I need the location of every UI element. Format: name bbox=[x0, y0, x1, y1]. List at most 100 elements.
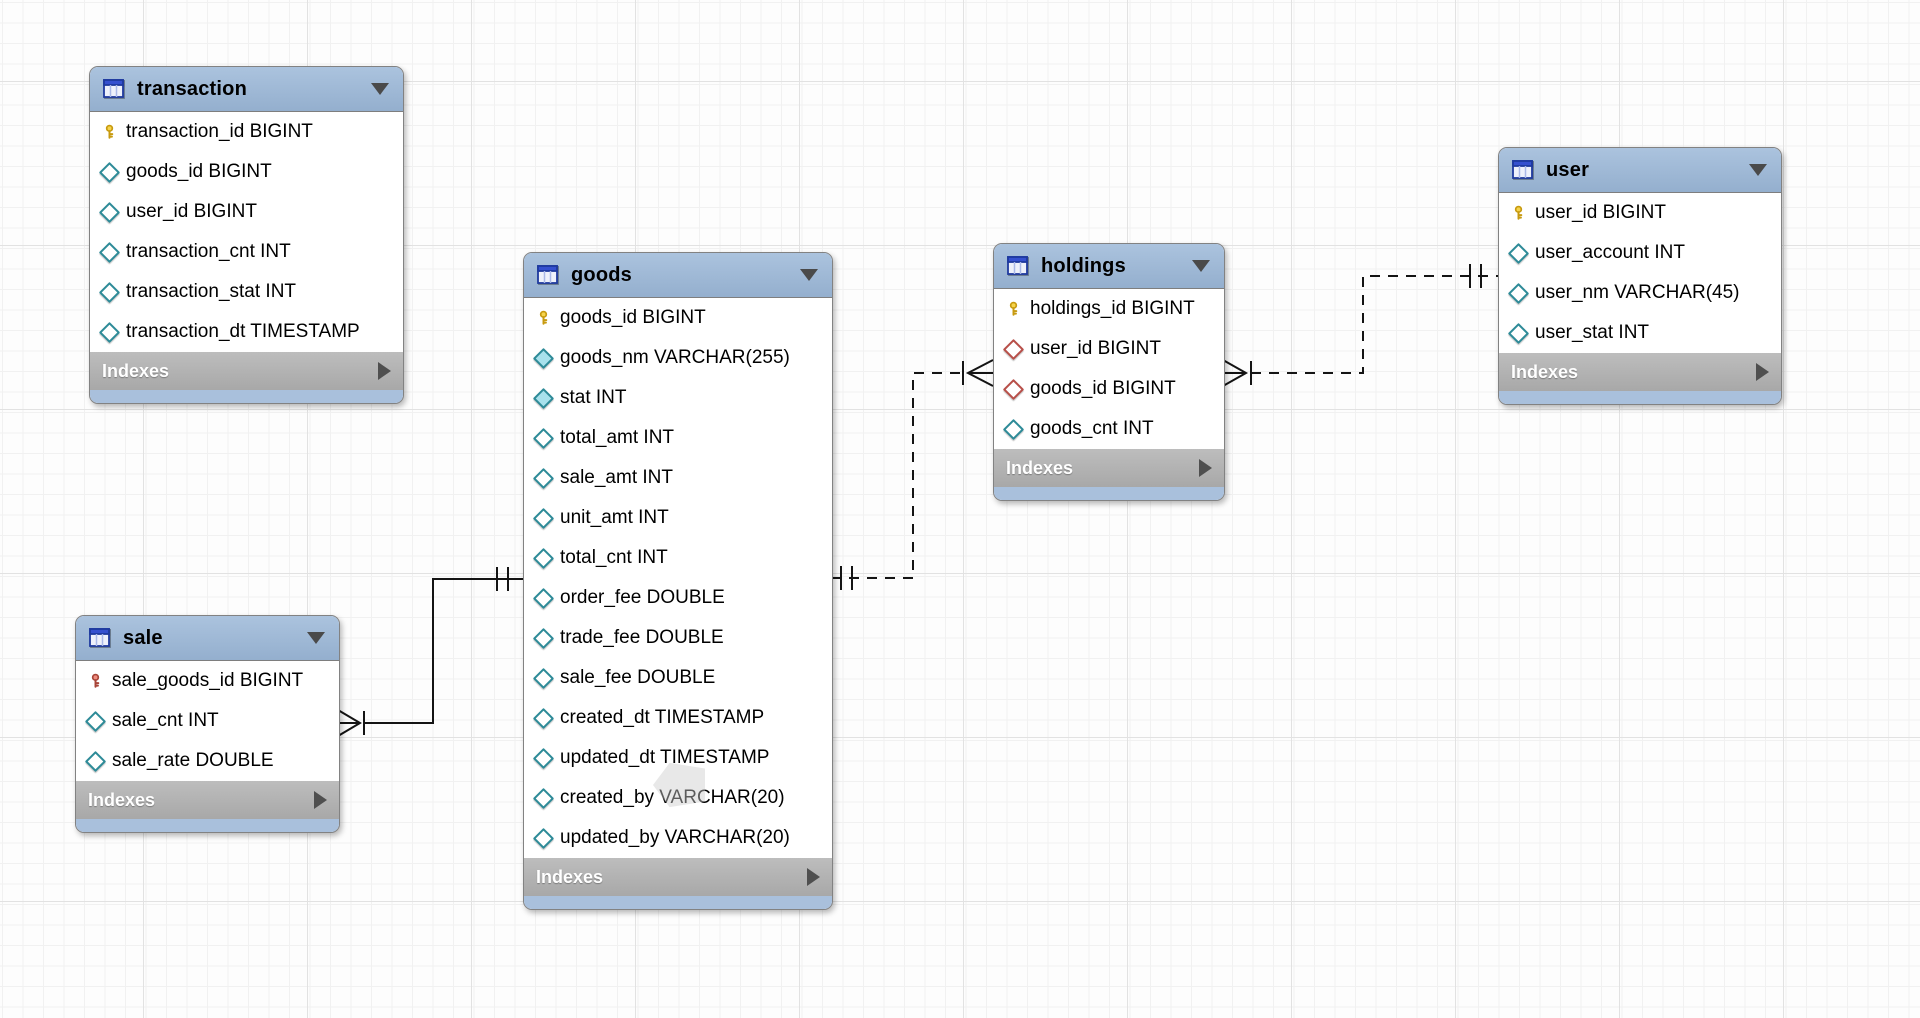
table-user[interactable]: user user_id BIGINT user_account INT use… bbox=[1498, 147, 1782, 405]
connector-line bbox=[1251, 275, 1498, 374]
column-diamond-icon bbox=[98, 201, 120, 223]
table-row[interactable]: goods_id BIGINT bbox=[994, 369, 1224, 409]
table-title: holdings bbox=[1041, 254, 1126, 277]
table-row[interactable]: transaction_id BIGINT bbox=[90, 112, 403, 152]
table-title: sale bbox=[123, 626, 163, 649]
chevron-down-icon[interactable] bbox=[307, 632, 325, 644]
column-label: sale_cnt INT bbox=[112, 710, 219, 731]
expand-arrow-icon[interactable] bbox=[1756, 363, 1769, 381]
table-row[interactable]: holdings_id BIGINT bbox=[994, 289, 1224, 329]
indexes-bar[interactable]: Indexes bbox=[90, 352, 403, 390]
column-diamond-icon bbox=[532, 707, 554, 729]
connector-line bbox=[364, 578, 523, 724]
column-label: goods_id BIGINT bbox=[126, 161, 272, 182]
table-holdings[interactable]: holdings holdings_id BIGINT user_id BIGI… bbox=[993, 243, 1225, 501]
table-row[interactable]: goods_id BIGINT bbox=[524, 298, 832, 338]
column-label: user_nm VARCHAR(45) bbox=[1535, 282, 1740, 303]
table-row[interactable]: transaction_stat INT bbox=[90, 272, 403, 312]
expand-arrow-icon[interactable] bbox=[378, 362, 391, 380]
column-list: goods_id BIGINT goods_nm VARCHAR(255) st… bbox=[524, 298, 832, 858]
table-row[interactable]: trade_fee DOUBLE bbox=[524, 618, 832, 658]
table-row[interactable]: goods_id BIGINT bbox=[90, 152, 403, 192]
table-row[interactable]: goods_cnt INT bbox=[994, 409, 1224, 449]
column-diamond-icon bbox=[532, 467, 554, 489]
table-transaction[interactable]: transaction transaction_id BIGINT goods_… bbox=[89, 66, 404, 404]
column-label: goods_cnt INT bbox=[1030, 418, 1154, 439]
table-row[interactable]: user_stat INT bbox=[1499, 313, 1781, 353]
table-row[interactable]: order_fee DOUBLE bbox=[524, 578, 832, 618]
foreign-primary-key-icon bbox=[86, 673, 104, 689]
column-label: goods_id BIGINT bbox=[1030, 378, 1176, 399]
table-row[interactable]: user_account INT bbox=[1499, 233, 1781, 273]
column-diamond-icon bbox=[98, 321, 120, 343]
table-footer bbox=[994, 487, 1224, 500]
table-row[interactable]: user_id BIGINT bbox=[1499, 193, 1781, 233]
table-header[interactable]: user bbox=[1499, 148, 1781, 193]
column-diamond-filled-icon bbox=[532, 347, 554, 369]
crow-foot-many-end bbox=[337, 709, 362, 737]
indexes-bar[interactable]: Indexes bbox=[76, 781, 339, 819]
table-row[interactable]: transaction_cnt INT bbox=[90, 232, 403, 272]
table-row[interactable]: sale_fee DOUBLE bbox=[524, 658, 832, 698]
table-header[interactable]: goods bbox=[524, 253, 832, 298]
table-header[interactable]: holdings bbox=[994, 244, 1224, 289]
table-row[interactable]: sale_goods_id BIGINT bbox=[76, 661, 339, 701]
table-row[interactable]: user_id BIGINT bbox=[90, 192, 403, 232]
primary-key-icon bbox=[1509, 205, 1527, 221]
table-row[interactable]: unit_amt INT bbox=[524, 498, 832, 538]
table-sale[interactable]: sale sale_goods_id BIGINT sale_cnt INT s… bbox=[75, 615, 340, 833]
table-icon bbox=[1006, 255, 1030, 277]
table-title: user bbox=[1546, 158, 1590, 181]
table-row[interactable]: user_id BIGINT bbox=[994, 329, 1224, 369]
table-row[interactable]: sale_rate DOUBLE bbox=[76, 741, 339, 781]
expand-arrow-icon[interactable] bbox=[807, 868, 820, 886]
column-list: holdings_id BIGINT user_id BIGINT goods_… bbox=[994, 289, 1224, 449]
column-label: created_dt TIMESTAMP bbox=[560, 707, 765, 728]
table-row[interactable]: updated_by VARCHAR(20) bbox=[524, 818, 832, 858]
column-diamond-icon bbox=[98, 241, 120, 263]
expand-arrow-icon[interactable] bbox=[314, 791, 327, 809]
column-diamond-icon bbox=[98, 161, 120, 183]
table-row[interactable]: user_nm VARCHAR(45) bbox=[1499, 273, 1781, 313]
table-header[interactable]: transaction bbox=[90, 67, 403, 112]
table-row[interactable]: created_by VARCHAR(20) bbox=[524, 778, 832, 818]
column-diamond-icon bbox=[84, 710, 106, 732]
column-diamond-icon bbox=[532, 627, 554, 649]
column-label: sale_rate DOUBLE bbox=[112, 750, 274, 771]
table-header[interactable]: sale bbox=[76, 616, 339, 661]
connector-holdings-user[interactable] bbox=[1222, 264, 1498, 387]
table-goods[interactable]: goods goods_id BIGINT goods_nm VARCHAR(2… bbox=[523, 252, 833, 910]
indexes-bar[interactable]: Indexes bbox=[994, 449, 1224, 487]
chevron-down-icon[interactable] bbox=[800, 269, 818, 281]
table-row[interactable]: created_dt TIMESTAMP bbox=[524, 698, 832, 738]
chevron-down-icon[interactable] bbox=[1192, 260, 1210, 272]
connector-goods-holdings[interactable] bbox=[831, 359, 994, 590]
table-row[interactable]: sale_amt INT bbox=[524, 458, 832, 498]
connector-line bbox=[831, 372, 966, 579]
column-label: sale_amt INT bbox=[560, 467, 673, 488]
table-row[interactable]: goods_nm VARCHAR(255) bbox=[524, 338, 832, 378]
table-row[interactable]: total_cnt INT bbox=[524, 538, 832, 578]
table-row[interactable]: updated_dt TIMESTAMP bbox=[524, 738, 832, 778]
column-diamond-icon bbox=[532, 787, 554, 809]
chevron-down-icon[interactable] bbox=[371, 83, 389, 95]
column-label: user_id BIGINT bbox=[126, 201, 257, 222]
table-row[interactable]: total_amt INT bbox=[524, 418, 832, 458]
column-diamond-icon bbox=[1507, 282, 1529, 304]
column-list: sale_goods_id BIGINT sale_cnt INT sale_r… bbox=[76, 661, 339, 781]
column-label: transaction_id BIGINT bbox=[126, 121, 313, 142]
indexes-bar[interactable]: Indexes bbox=[1499, 353, 1781, 391]
expand-arrow-icon[interactable] bbox=[1199, 459, 1212, 477]
column-label: user_account INT bbox=[1535, 242, 1685, 263]
table-row[interactable]: transaction_dt TIMESTAMP bbox=[90, 312, 403, 352]
table-row[interactable]: stat INT bbox=[524, 378, 832, 418]
column-label: goods_nm VARCHAR(255) bbox=[560, 347, 790, 368]
table-title: transaction bbox=[137, 77, 248, 100]
indexes-bar[interactable]: Indexes bbox=[524, 858, 832, 896]
table-icon bbox=[1511, 159, 1535, 181]
connector-sale-goods[interactable] bbox=[337, 567, 523, 737]
chevron-down-icon[interactable] bbox=[1749, 164, 1767, 176]
column-diamond-icon bbox=[532, 547, 554, 569]
table-footer bbox=[524, 896, 832, 909]
table-row[interactable]: sale_cnt INT bbox=[76, 701, 339, 741]
